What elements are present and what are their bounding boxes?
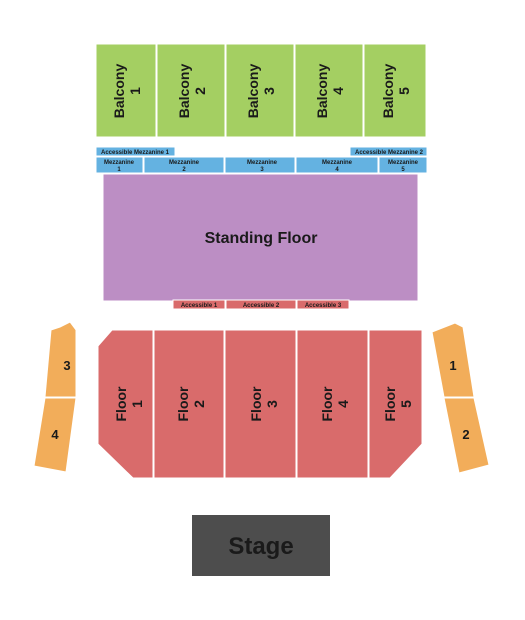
section-balcony-1[interactable]	[95, 43, 157, 138]
accessible-mezzanine-sections: Accessible Mezzanine 1 Accessible Mezzan…	[95, 146, 428, 157]
section-balcony-5[interactable]	[363, 43, 427, 138]
section-mezzanine-5[interactable]	[378, 156, 428, 174]
section-accessible-mezzanine-1[interactable]	[95, 146, 176, 157]
section-3-label: 3	[63, 358, 70, 373]
section-4[interactable]	[33, 397, 77, 473]
section-mezzanine-3[interactable]	[224, 156, 296, 174]
section-2[interactable]	[443, 397, 490, 474]
balcony-2-label: Balcony2	[176, 64, 208, 119]
section-standing-floor[interactable]	[102, 173, 419, 302]
balcony-sections: Balcony1 Balcony2 Balcony3 Balcony4 Balc…	[95, 43, 427, 138]
balcony-3-label: Balcony3	[245, 64, 277, 119]
accessible-2-label: Accessible 2	[243, 303, 280, 309]
section-mezzanine-2[interactable]	[143, 156, 225, 174]
section-accessible-2[interactable]	[225, 299, 297, 310]
balcony-5-label: Balcony5	[380, 64, 412, 119]
accessible-mezzanine-2-label: Accessible Mezzanine 2	[355, 150, 424, 156]
left-side-sections: 3 4	[33, 321, 77, 473]
floor-2-label: Floor2	[175, 386, 207, 422]
floor-5-label: Floor5	[382, 386, 414, 422]
accessible-3-label: Accessible 3	[305, 303, 342, 309]
floor-4-label: Floor4	[319, 386, 351, 422]
stage-label: Stage	[228, 533, 293, 560]
section-floor-4[interactable]	[296, 329, 369, 479]
floor-3-label: Floor3	[248, 386, 280, 422]
right-side-sections: 1 2	[431, 322, 490, 474]
stage-group: Stage	[192, 515, 330, 576]
section-1[interactable]	[431, 322, 475, 398]
section-2-label: 2	[462, 427, 469, 442]
section-accessible-1[interactable]	[172, 299, 226, 310]
standing-floor-group: Standing Floor	[102, 173, 419, 302]
section-4-label: 4	[51, 427, 59, 442]
section-floor-2[interactable]	[153, 329, 225, 479]
section-floor-5[interactable]	[368, 329, 423, 479]
section-3[interactable]	[44, 321, 77, 398]
floor-1-label: Floor1	[113, 386, 145, 422]
section-mezzanine-1[interactable]	[95, 156, 144, 174]
section-mezzanine-4[interactable]	[295, 156, 379, 174]
balcony-4-label: Balcony4	[314, 64, 346, 119]
section-floor-3[interactable]	[224, 329, 297, 479]
standing-floor-label: Standing Floor	[205, 230, 318, 247]
section-balcony-2[interactable]	[156, 43, 226, 138]
section-accessible-mezzanine-2[interactable]	[349, 146, 428, 157]
stage	[192, 515, 330, 576]
section-balcony-3[interactable]	[225, 43, 295, 138]
balcony-1-label: Balcony1	[111, 64, 143, 119]
section-balcony-4[interactable]	[294, 43, 364, 138]
accessible-floor-sections: Accessible 1 Accessible 2 Accessible 3	[172, 299, 350, 310]
accessible-1-label: Accessible 1	[181, 303, 218, 309]
section-1-label: 1	[449, 358, 456, 373]
accessible-mezzanine-1-label: Accessible Mezzanine 1	[101, 150, 170, 156]
floor-sections: Floor1 Floor2 Floor3 Floor4 Floor5	[97, 329, 423, 479]
section-floor-1[interactable]	[97, 329, 154, 479]
section-accessible-3[interactable]	[296, 299, 350, 310]
